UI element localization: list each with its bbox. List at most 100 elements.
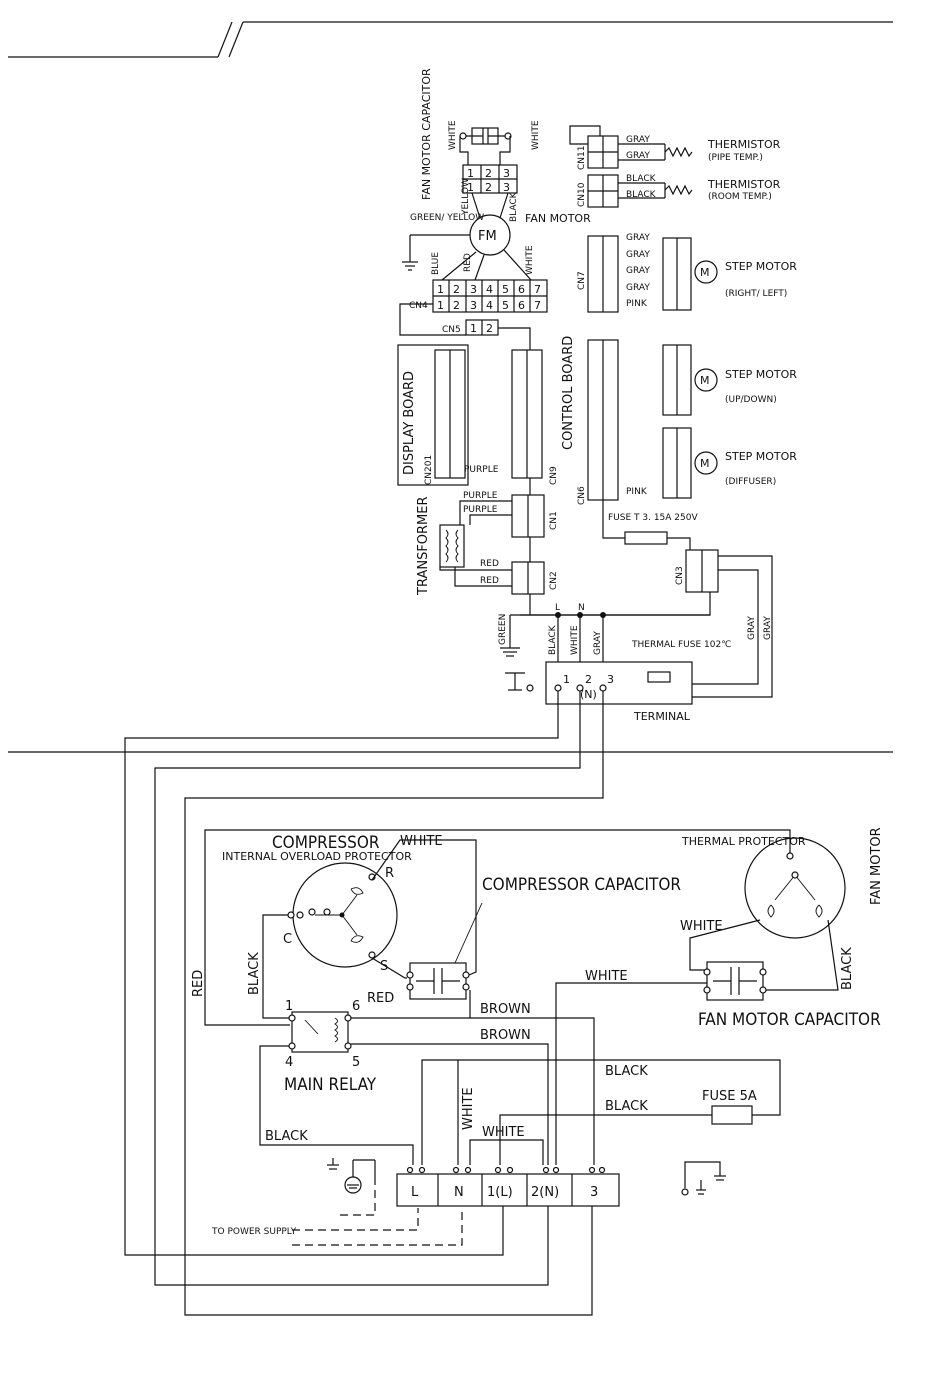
internal-overload-label: INTERNAL OVERLOAD PROTECTOR — [222, 850, 412, 863]
cn1-label: CN1 — [549, 511, 559, 530]
wire-purple-cn9: PURPLE — [464, 465, 499, 475]
svg-text:5: 5 — [502, 283, 509, 296]
bus-n: N — [578, 603, 585, 613]
fan-motor-capacitor-label: FAN MOTOR CAPACITOR — [420, 68, 433, 200]
pin-s: S — [380, 959, 388, 974]
bus-l: L — [555, 603, 560, 613]
svg-text:5: 5 — [502, 299, 509, 312]
svg-text:2: 2 — [486, 322, 493, 335]
step-motor-df-label: STEP MOTOR — [725, 450, 797, 463]
fan-motor-capacitor-indoor: FAN MOTOR CAPACITOR WHITE WHITE — [420, 68, 541, 200]
connector-cn7: CN7 M STEP MOTOR (RIGHT/ LEFT) GRAY GRAY… — [577, 233, 797, 313]
outdoor-unit-diagram: COMPRESSOR INTERNAL OVERLOAD PROTECTOR R… — [191, 827, 884, 1246]
wire-gray-cn3a: GRAY — [747, 616, 757, 640]
out-term-2n: 2(N) — [531, 1185, 559, 1200]
svg-text:2: 2 — [485, 167, 492, 180]
wire-white-bus: WHITE — [570, 625, 580, 655]
svg-text:3: 3 — [470, 299, 477, 312]
wire-red-outdoor: RED — [367, 991, 394, 1006]
svg-text:2: 2 — [485, 181, 492, 194]
wire-white-bottom: WHITE — [482, 1125, 525, 1140]
cn6-label: CN6 — [577, 486, 587, 505]
svg-text:2: 2 — [453, 299, 460, 312]
out-term-l: L — [411, 1185, 419, 1200]
fan-motor-capacitor-out-label: FAN MOTOR CAPACITOR — [698, 1010, 881, 1030]
wire-red: RED — [463, 253, 473, 272]
wire-gray-cn11a: GRAY — [626, 135, 650, 145]
display-board: DISPLAY BOARD CN201 — [397, 344, 469, 486]
svg-text:7: 7 — [534, 283, 541, 296]
svg-text:1: 1 — [437, 299, 444, 312]
header-rule — [8, 21, 893, 58]
connector-cn2: CN2 RED RED — [439, 559, 559, 595]
out-term-n: N — [454, 1185, 464, 1200]
control-board-label: CONTROL BOARD — [561, 336, 576, 450]
svg-text:3: 3 — [470, 283, 477, 296]
out-term-1l: 1(L) — [487, 1185, 513, 1200]
compressor-label: COMPRESSOR — [272, 833, 380, 853]
pin-c: C — [283, 932, 292, 947]
svg-text:1: 1 — [470, 322, 477, 335]
term-n: (N) — [580, 688, 597, 701]
svg-text:3: 3 — [503, 181, 510, 194]
main-relay: 1 6 4 5 MAIN RELAY — [284, 999, 377, 1095]
gray-7b: GRAY — [626, 250, 650, 260]
fan-motor-indoor: FM FAN MOTOR GREEN/ YELLOW YELLOW BLACK … — [402, 178, 591, 281]
diffuser-label: (DIFFUSER) — [725, 477, 776, 487]
connector-cn6: CN6 M STEP MOTOR (UP/DOWN) M STEP MOTOR … — [577, 339, 797, 552]
up-down-label: (UP/DOWN) — [725, 395, 777, 405]
svg-text:7: 7 — [534, 299, 541, 312]
wire-white-vertical: WHITE — [461, 1087, 476, 1130]
wire-black-cn10b: BLACK — [626, 190, 657, 200]
outdoor-terminal-block: L N 1(L) 2(N) 3 — [396, 1173, 620, 1207]
thermistor-room-label: THERMISTOR — [707, 178, 781, 191]
wire-black-bus: BLACK — [548, 624, 558, 655]
compressor: COMPRESSOR INTERNAL OVERLOAD PROTECTOR R… — [222, 833, 412, 974]
pin-r: R — [385, 866, 394, 881]
cn7-label: CN7 — [577, 271, 587, 290]
wire-red-2: RED — [480, 576, 499, 586]
to-power-supply-label: TO POWER SUPPLY — [211, 1227, 297, 1237]
main-relay-label: MAIN RELAY — [284, 1075, 377, 1095]
pipe-temp-label: (PIPE TEMP.) — [708, 153, 763, 163]
gray-7d: GRAY — [626, 283, 650, 293]
pink-7: PINK — [626, 299, 648, 309]
power-supply: TO POWER SUPPLY — [211, 1158, 726, 1246]
connector-cn1: CN1 PURPLE PURPLE — [459, 491, 559, 538]
fan-motor-capacitor-outdoor: FAN MOTOR CAPACITOR WHITE — [555, 961, 881, 1165]
thermistor-pipe-label: THERMISTOR — [707, 138, 781, 151]
outdoor-wiring: BLACK RED WHITE BROWN BROWN BLACK BLACK … — [191, 834, 781, 1174]
compressor-capacitor: COMPRESSOR CAPACITOR RED — [367, 875, 681, 1006]
fan-motor-outdoor: FAN MOTOR THERMAL PROTECTOR BLACK WHITE — [204, 827, 884, 1026]
cn4-label: CN4 — [409, 301, 428, 311]
relay-6: 6 — [352, 999, 360, 1014]
wire-green: GREEN — [498, 614, 508, 645]
gray-7c: GRAY — [626, 266, 650, 276]
relay-5: 5 — [352, 1055, 360, 1070]
motor-m-df: M — [700, 457, 710, 470]
cn3-label: CN3 — [675, 566, 685, 585]
svg-text:6: 6 — [518, 283, 525, 296]
connector-cn9: CN9 PURPLE — [464, 349, 559, 485]
thermal-fuse-label: THERMAL FUSE 102℃ — [631, 640, 731, 650]
wire-purple-2: PURPLE — [463, 505, 498, 515]
wire-gray-bus: GRAY — [593, 631, 603, 655]
gray-7a: GRAY — [626, 233, 650, 243]
wire-black-relay: BLACK — [247, 952, 262, 995]
motor-m-ud: M — [700, 374, 710, 387]
wire-gray-cn11b: GRAY — [626, 151, 650, 161]
fan-motor-outdoor-label: FAN MOTOR — [869, 827, 884, 905]
step-motor-ud-label: STEP MOTOR — [725, 368, 797, 381]
svg-text:4: 4 — [486, 283, 493, 296]
wire-white-fmcap: WHITE — [585, 969, 628, 984]
wire-black-right-1: BLACK — [605, 1064, 648, 1079]
motor-m-rl: M — [700, 266, 710, 279]
display-board-label: DISPLAY BOARD — [402, 371, 417, 475]
terminal-label: TERMINAL — [633, 710, 691, 723]
term-2: 2 — [585, 673, 592, 686]
interconnect-cables — [124, 691, 604, 1316]
relay-4: 4 — [285, 1055, 293, 1070]
fan-motor-label: FAN MOTOR — [525, 212, 591, 225]
svg-text:1: 1 — [467, 181, 474, 194]
